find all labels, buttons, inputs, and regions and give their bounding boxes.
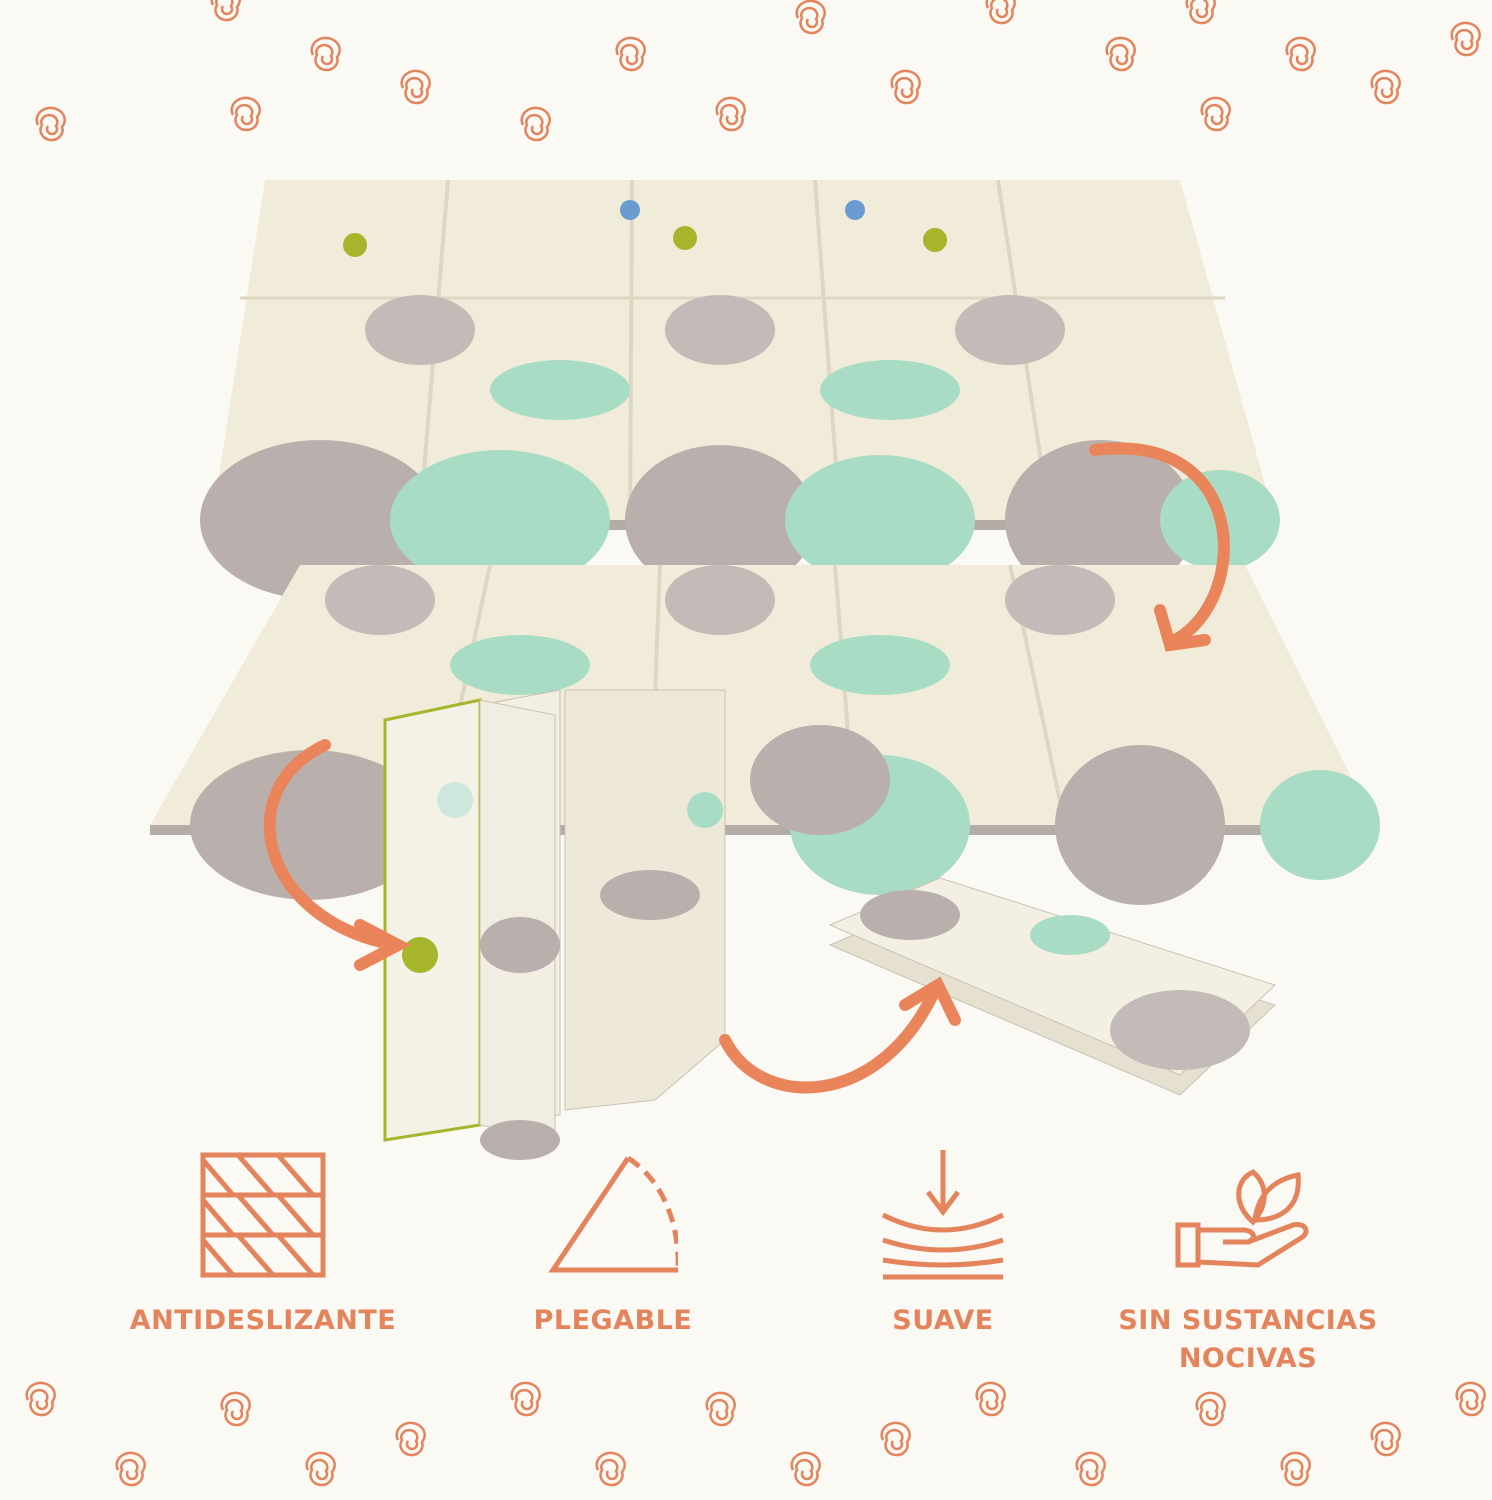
feature-label: PLEGABLE — [533, 1305, 693, 1336]
folded-mat-flat — [828, 877, 1276, 1096]
scribble-icon — [210, 0, 241, 22]
scribble-icon — [1200, 96, 1231, 132]
feature-label: ANTIDESLIZANTE — [129, 1305, 397, 1336]
scribble-icon — [1370, 1421, 1401, 1457]
scribble-icon — [115, 1451, 146, 1487]
hand-leaf-icon — [1175, 1169, 1309, 1268]
scribble-icon — [1195, 1391, 1226, 1427]
scribble-icon — [1105, 36, 1136, 72]
foldable-triangle-icon — [548, 1155, 678, 1273]
feature-foldable: PLEGABLE — [463, 1150, 763, 1340]
arrow-curve-1 — [1089, 442, 1230, 646]
scribble-icon — [715, 96, 746, 132]
scribble-pattern — [25, 0, 1486, 1487]
arrow-head-3 — [899, 976, 961, 1026]
scribble-icon — [25, 1381, 56, 1417]
arrow-curve-2 — [263, 739, 401, 951]
scribble-icon — [890, 69, 921, 105]
feature-label: SUAVE — [892, 1305, 994, 1336]
scribble-icon — [795, 0, 826, 35]
scribble-icon — [310, 36, 341, 72]
scribble-icon — [705, 1391, 736, 1427]
scribble-icon — [35, 106, 66, 142]
scribble-icon — [790, 1451, 821, 1487]
unfolded-mat-top — [200, 179, 1280, 600]
arrow-curve-3 — [719, 984, 941, 1094]
scribble-icon — [305, 1451, 336, 1487]
feature-non-toxic: SIN SUSTANCIAS NOCIVAS — [1098, 1150, 1398, 1378]
scribble-icon — [220, 1391, 251, 1427]
scribble-icon — [400, 69, 431, 105]
soft-compression-icon — [881, 1150, 1005, 1280]
scribble-icon — [1450, 21, 1481, 57]
scribble-icon — [1280, 1451, 1311, 1487]
scribble-icon — [1185, 0, 1216, 25]
scribble-icon — [880, 1421, 911, 1457]
fold-arrows — [263, 442, 1230, 1094]
feature-anti-slip: ANTIDESLIZANTE — [113, 1150, 413, 1340]
scribble-icon — [1075, 1451, 1106, 1487]
scribble-icon — [520, 106, 551, 142]
scribble-icon — [395, 1421, 426, 1457]
scribble-icon — [615, 36, 646, 72]
scribble-icon — [985, 0, 1016, 25]
arrow-head-2 — [354, 919, 411, 971]
scribble-icon — [975, 1381, 1006, 1417]
scribble-icon — [1370, 69, 1401, 105]
scribble-icon — [510, 1381, 541, 1417]
scribble-icon — [230, 96, 261, 132]
scribble-icon — [1455, 1381, 1486, 1417]
arrow-head-1 — [1154, 604, 1211, 652]
anti-slip-grid-icon — [200, 1152, 326, 1278]
feature-label: SIN SUSTANCIAS NOCIVAS — [1118, 1305, 1378, 1374]
folded-mat-standing — [383, 689, 726, 1160]
scribble-icon — [595, 1451, 626, 1487]
scribble-icon — [1285, 36, 1316, 72]
feature-soft: SUAVE — [793, 1150, 1093, 1340]
